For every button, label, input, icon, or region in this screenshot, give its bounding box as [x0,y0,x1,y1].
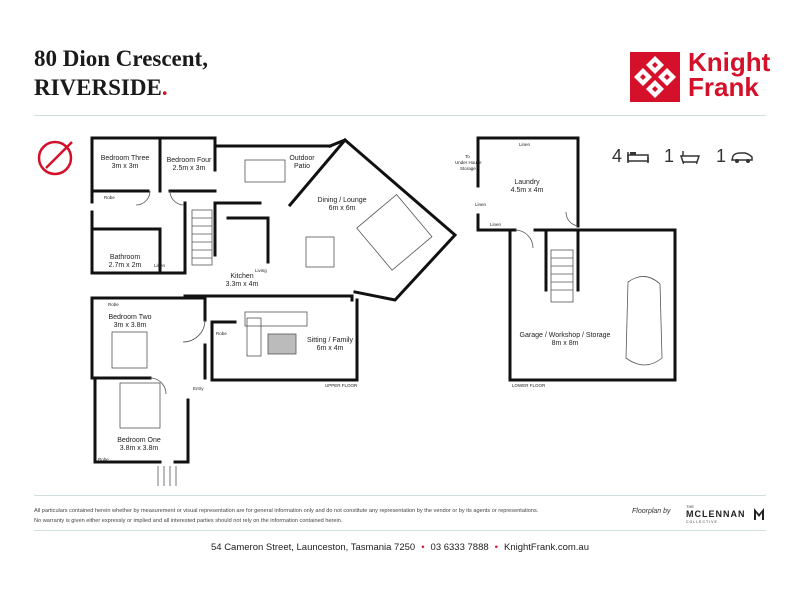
footer-separator-icon: • [494,542,498,553]
room-bathroom-size: 2.7m x 2m [109,262,142,269]
label-robe-2: Robe [108,302,119,307]
label-linen-1: Linen [154,263,166,268]
label-lower-floor: LOWER FLOOR [512,383,546,388]
bed-icon [627,151,649,163]
footer-phone[interactable]: 03 6333 7888 [430,542,489,553]
mclennan-mark-icon [754,508,764,520]
floor-plan: Bedroom Three 3m x 3m Bedroom Four 2.5m … [37,136,677,486]
mclennan-suffix: COLLECTIVE [686,520,718,524]
disclaimer-line-2: No warranty is given either expressly or… [34,518,343,524]
property-address: 80 Dion Crescent, RIVERSIDE. [34,44,208,102]
label-robe-1: Robe [104,195,115,200]
footer-divider [34,495,766,496]
mclennan-logo: THE MCLENNAN COLLECTIVE [686,504,764,524]
room-kitchen-size: 3.3m x 4m [226,281,259,288]
bath-icon [679,150,701,164]
mclennan-prefix: THE [686,504,694,509]
brand-name-line-1: Knight [688,47,771,77]
address-line-1: 80 Dion Crescent, [34,46,208,71]
room-outdoor-patio-line-1: Outdoor [289,155,315,162]
label-robe-3: Robe [216,331,227,336]
car-icon [731,151,753,163]
room-sitting-family-name: Sitting / Family [307,337,353,344]
room-bedroom-three-size: 3m x 3m [112,163,139,170]
room-dining-lounge-size: 6m x 6m [329,205,356,212]
room-outdoor-patio-line-2: Patio [294,163,310,170]
room-bedroom-two-name: Bedroom Two [108,314,151,321]
room-bedroom-one-size: 3.8m x 3.8m [120,445,159,452]
room-laundry-size: 4.5m x 4m [511,187,544,194]
car-spaces-count: 1 [716,146,727,166]
label-entry: Entry [193,386,204,391]
upper-floor-walls [90,136,458,464]
fixtures [111,159,663,486]
room-bedroom-four-size: 2.5m x 3m [173,165,206,172]
brand-name: Knight Frank [688,47,771,102]
disclaimer-line-1: All particulars contained herein whether… [34,508,539,514]
footer-divider-2 [34,530,766,531]
room-sitting-family-size: 6m x 4m [317,345,344,352]
room-garage-name: Garage / Workshop / Storage [520,332,611,339]
label-under-house-2: Under House [455,160,482,165]
room-kitchen-name: Kitchen [230,273,253,280]
property-summary: 4 1 1 [612,146,764,167]
label-living: Living [255,268,267,273]
fixture-labels: Robe Robe Robe Robe Linen Linen Linen Li… [98,142,546,462]
header-divider [34,115,766,116]
compass-icon [37,140,73,176]
room-bedroom-one-name: Bedroom One [117,437,161,444]
disclaimer: All particulars contained herein whether… [34,506,634,526]
room-bedroom-four-name: Bedroom Four [167,157,212,164]
floorplan-credit: Floorplan by [632,508,671,515]
brand-name-line-2: Frank [688,72,759,102]
mclennan-name: MCLENNAN [686,509,746,519]
lower-floor-walls [476,136,677,382]
label-under-house-1: To [465,154,470,159]
room-bedroom-two-size: 3m x 3.8m [114,322,147,329]
knight-frank-logo-icon [630,52,680,102]
room-bedroom-three-name: Bedroom Three [101,155,150,162]
label-robe-4: Robe [98,457,109,462]
footer-contact: 54 Cameron Street, Launceston, Tasmania … [0,542,800,553]
address-line-2: RIVERSIDE [34,75,162,100]
room-laundry-name: Laundry [514,179,540,186]
label-upper-floor: UPPER FLOOR [325,383,358,388]
room-labels: Bedroom Three 3m x 3m Bedroom Four 2.5m … [101,155,611,452]
room-bathroom-name: Bathroom [110,254,141,261]
room-garage-size: 8m x 8m [552,340,579,347]
bathrooms-count: 1 [664,146,675,166]
footer-separator-icon: • [421,542,425,553]
footer-website[interactable]: KnightFrank.com.au [503,542,589,553]
label-under-house-3: Storage [460,166,476,171]
label-linen-2: Linen [519,142,531,147]
room-dining-lounge-name: Dining / Lounge [317,197,366,204]
bedrooms-count: 4 [612,146,623,166]
label-linen-3: Linen [475,202,487,207]
label-linen-4: Linen [490,222,502,227]
address-dot: . [161,75,168,100]
footer-address: 54 Cameron Street, Launceston, Tasmania … [210,542,416,553]
